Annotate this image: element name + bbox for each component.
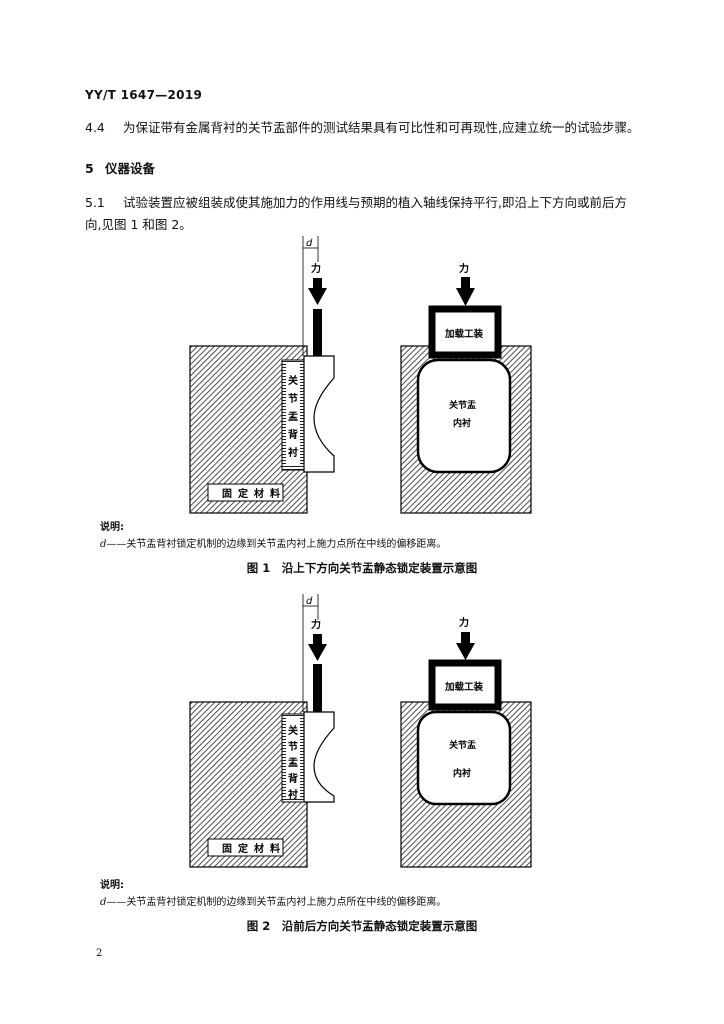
fig2-fixed-label-2: 定: [238, 842, 248, 855]
clause-4-4: 4.4 为保证带有金属背衬的关节盂部件的测试结果具有可比性和可再现性,应建立统一的…: [85, 117, 645, 139]
section-number: 5: [85, 161, 94, 176]
fig2-fixed-label-4: 料: [270, 842, 280, 855]
fig2-backing-char-5: 衬: [288, 788, 298, 801]
fig2-force-arrow-head: [308, 644, 327, 661]
fig2-legend-title: 说明:: [100, 880, 124, 891]
fig2-liner-side: [303, 711, 335, 803]
fig2-right-arrow-shaft: [461, 632, 470, 643]
clause-text-line2: 向,见图 1 和图 2。: [85, 217, 192, 232]
fig2-backing-char-4: 背: [288, 772, 298, 785]
fig2-force-arrow-shaft: [313, 634, 322, 644]
page-number: 2: [96, 948, 103, 959]
fig2-backing-label-bg: [286, 718, 300, 798]
fig2-liner-body: [416, 710, 512, 806]
fig1-fixed-label-1: 固: [222, 488, 232, 500]
fig1-legend-entry: d——关节盂背衬锁定机制的边缘到关节盂内衬上施力点所在中线的偏移距离。: [100, 535, 446, 550]
fig1-backing-char-2: 节: [288, 392, 298, 405]
fig2-fixture-label: 加载工装: [444, 681, 484, 693]
fig1-liner-side: [303, 355, 335, 473]
fig1-right-force-label: 力: [459, 262, 469, 275]
fig1-liner-body: [416, 358, 512, 474]
fig2-backing-char-2: 节: [288, 740, 298, 753]
fig1-backing-char-5: 衬: [288, 446, 298, 459]
fig1-backing-label-bg: [286, 364, 300, 466]
fig2-fixed-label-1: 固: [222, 843, 232, 855]
clause-5-1: 5.1 试验装置应被组装成使其施加力的作用线与预期的植入轴线保持平行,即沿上下方向…: [85, 192, 645, 236]
fig2-legend-symbol: d: [100, 897, 107, 908]
fig2-legend-text: ——关节盂背衬锁定机制的边缘到关节盂内衬上施力点所在中线的偏移距离。: [106, 897, 447, 908]
clause-number: 5.1: [85, 195, 105, 210]
fig1-backing-char-3: 盂: [288, 411, 298, 423]
fig2-right-force-label: 力: [459, 616, 469, 629]
fig1-fixture-label: 加载工装: [444, 328, 484, 340]
section-5-heading: 5 仪器设备: [85, 158, 155, 177]
fig1-legend-title: 说明:: [100, 522, 124, 533]
fig2-liner-label-1: 关节盂: [449, 739, 476, 751]
fig1-right-arrow-head: [456, 288, 475, 306]
fig1-fixed-label-4: 料: [270, 487, 280, 500]
fig2-backing-char-3: 盂: [288, 757, 298, 769]
fig1-legend-text: ——关节盂背衬锁定机制的边缘到关节盂内衬上施力点所在中线的偏移距离。: [106, 539, 447, 550]
fig2-right-arrow-head: [456, 643, 475, 660]
fig1-legend-symbol: d: [100, 539, 107, 550]
fig1-liner-label-1: 关节盂: [449, 399, 476, 411]
fig1-fixed-label-box: [207, 483, 284, 502]
fig2-load-rod: [313, 664, 322, 712]
fig2-fixed-label-3: 材: [254, 842, 264, 855]
section-title: 仪器设备: [105, 161, 156, 176]
fig1-fixed-label-3: 材: [254, 487, 264, 500]
fig1-d-label: d: [306, 238, 313, 249]
fig1-fixed-label-2: 定: [238, 487, 248, 500]
fig2-legend-entry: d——关节盂背衬锁定机制的边缘到关节盂内衬上施力点所在中线的偏移距离。: [100, 893, 446, 908]
fig1-force-arrow-shaft: [313, 278, 322, 288]
fig1-loading-fixture: [428, 305, 502, 359]
fig1-force-label: 力: [311, 262, 321, 275]
fig2-d-label: d: [306, 596, 313, 607]
fig1-backing-char-1: 关: [288, 374, 298, 387]
fig2-backing-char-1: 关: [288, 724, 298, 737]
fig2-loading-fixture: [428, 659, 502, 711]
fig2-force-label: 力: [311, 618, 321, 631]
fig1-force-arrow-head: [308, 288, 327, 305]
fig1-liner-label-2: 内衬: [453, 417, 471, 429]
fig1-backing-char-4: 背: [288, 428, 298, 441]
fig1-caption: 图 1 沿上下方向关节盂静态锁定装置示意图: [246, 561, 478, 575]
fig2-caption: 图 2 沿前后方向关节盂静态锁定装置示意图: [246, 919, 478, 933]
clause-text-line1: 试验装置应被组装成使其施加力的作用线与预期的植入轴线保持平行,即沿上下方向或前后…: [123, 195, 627, 210]
fig2-liner-label-2: 内衬: [453, 767, 471, 779]
fig1-load-rod: [313, 309, 322, 356]
standard-code-header: YY/T 1647—2019: [85, 88, 203, 102]
fig1-right-arrow-shaft: [461, 277, 470, 288]
clause-number: 4.4: [85, 120, 105, 135]
clause-text: 为保证带有金属背衬的关节盂部件的测试结果具有可比性和可再现性,应建立统一的试验步…: [123, 120, 640, 135]
fig2-fixed-label-box: [207, 838, 284, 857]
